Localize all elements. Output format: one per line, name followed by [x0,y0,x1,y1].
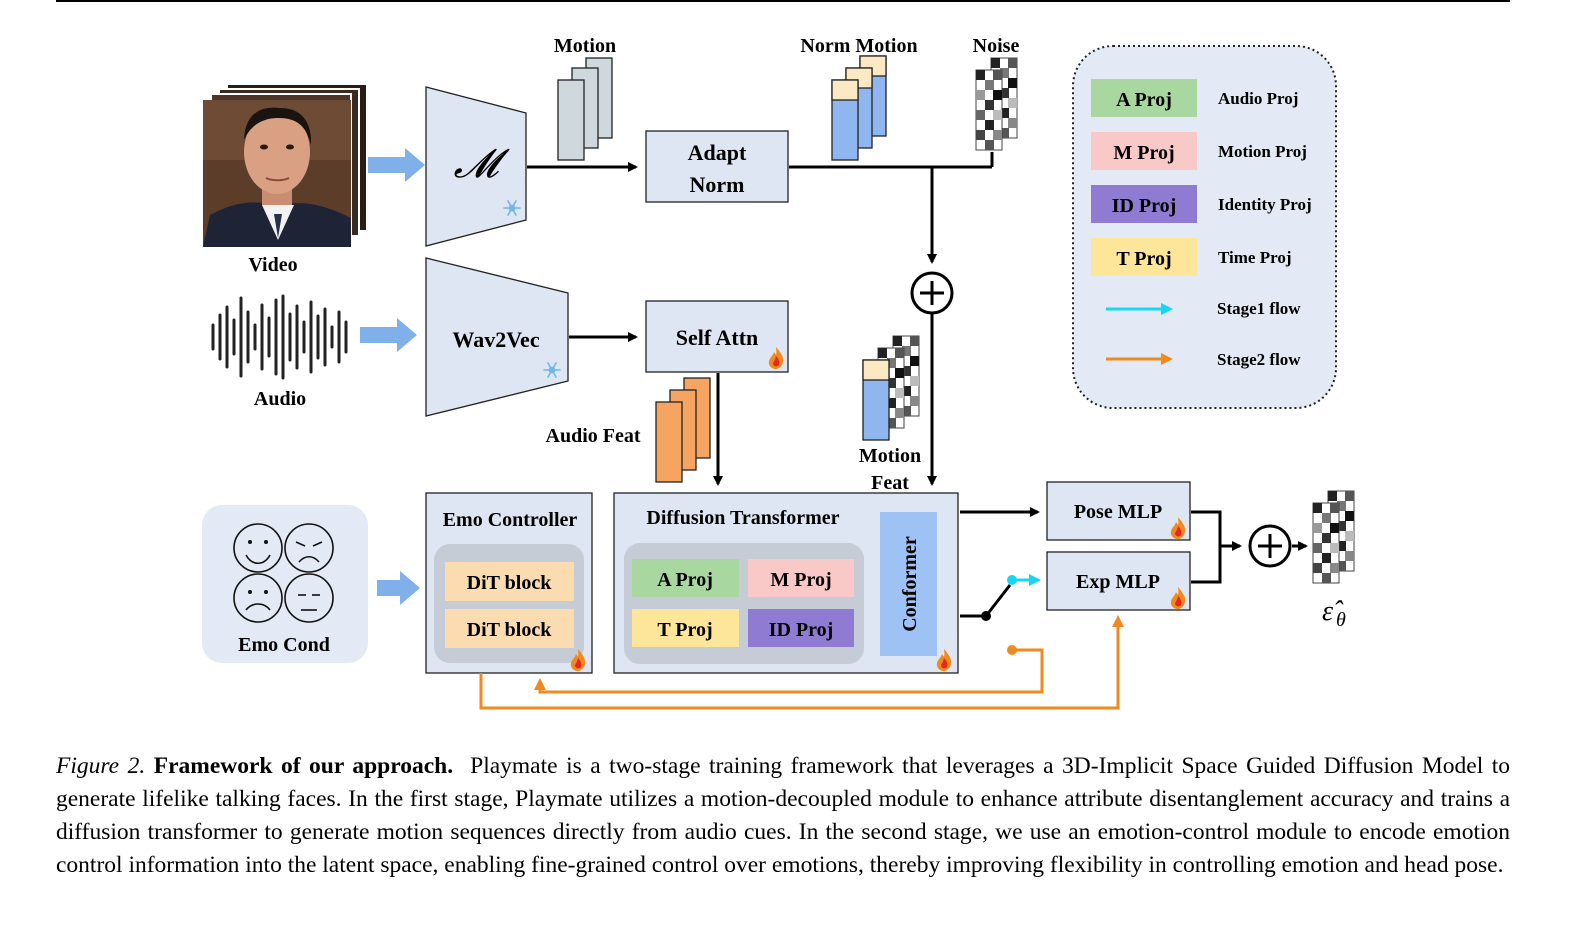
exp-mlp-label: Exp MLP [1076,571,1160,593]
legend: A Proj Audio Proj M Proj Motion Proj ID … [1072,45,1337,409]
motion-feat-label-2: Feat [871,472,909,494]
svg-text:Wav2Vec: Wav2Vec [452,327,539,352]
top-connectors [527,152,994,486]
framework-diagram: Video Audio Emo Cond [56,0,1510,710]
diffusion-transformer-label: Diffusion Transformer [646,507,839,529]
sum-node-output [1248,524,1292,568]
epsilon-subscript: θ [1336,609,1346,631]
conformer-block [880,512,937,656]
pose-mlp-block [1046,481,1191,541]
a-proj-block [632,559,739,597]
motion-feat-label-1: Motion [859,445,921,467]
noise-label: Noise [973,35,1020,57]
audio-label: Audio [254,388,306,410]
pose-mlp-label: Pose MLP [1074,501,1162,523]
audio-waveform [211,294,348,380]
caption-figure-number: Figure 2. [56,753,146,779]
emo-controller-label: Emo Controller [443,509,578,531]
legend-flow-1: Stage2 flow [1217,350,1301,369]
emo-cond-label: Emo Cond [238,634,330,656]
legend-desc-3: Time Proj [1218,248,1292,267]
legend-key-0: A Proj [1116,89,1172,111]
self-attn-block [645,300,789,373]
video-frames [203,83,368,247]
noise-slices [975,57,1018,151]
sum-node-top [910,271,954,315]
output-connectors [960,507,1308,618]
m-proj-label: M Proj [770,569,831,591]
legend-desc-2: Identity Proj [1218,195,1312,214]
t-proj-label: T Proj [657,619,712,641]
legend-key-2: ID Proj [1112,195,1177,217]
emo-cond-box [202,505,368,663]
caption-title: Framework of our approach. [153,753,454,779]
portrait-image [203,100,351,247]
conformer-label: Conformer [899,536,921,632]
a-proj-label: A Proj [657,569,713,591]
id-proj-block [748,609,854,647]
dit-block-1 [445,562,574,601]
norm-motion-label: Norm Motion [800,35,917,57]
figure-caption: Figure 2. Framework of our approach. Pla… [56,750,1510,882]
legend-swatch-a-proj [1091,79,1197,117]
input-arrows [360,148,425,605]
dit-block-1-label: DiT block [467,572,553,594]
motion-label: Motion [554,35,616,57]
motion-feature-slices [557,57,613,161]
output-epsilon-slices [1312,490,1355,584]
norm-motion-slices [831,55,887,161]
caption-body: Playmate is a two-stage training framewo… [56,753,1511,878]
adapt-norm-block [645,130,789,203]
self-attn-label: Self Attn [676,325,759,350]
dit-block-2-label: DiT block [467,619,553,641]
legend-key-1: M Proj [1113,142,1174,164]
video-label: Video [248,254,297,276]
legend-desc-0: Audio Proj [1218,89,1298,108]
m-proj-block [748,559,854,597]
legend-flow-0: Stage1 flow [1217,299,1301,318]
adapt-norm-label-1: Adapt [688,140,747,165]
legend-swatch-t-proj [1091,238,1197,276]
motion-encoder: 𝓜 [425,86,527,247]
dit-block-2 [445,609,574,648]
legend-key-3: T Proj [1116,248,1171,270]
wav2vec-encoder: Wav2Vec [425,257,569,417]
stage2-flow-arrows [479,615,1124,710]
exp-mlp-block [1046,551,1191,611]
legend-desc-1: Motion Proj [1218,142,1307,161]
legend-swatch-id-proj [1091,185,1197,223]
motion-feat-slices [862,335,920,441]
id-proj-label: ID Proj [769,619,834,641]
adapt-norm-label-2: Norm [690,172,745,197]
audio-feat-label: Audio Feat [546,425,641,447]
legend-swatch-m-proj [1091,132,1197,170]
t-proj-block [632,609,739,647]
audio-feat-slices [655,377,711,483]
